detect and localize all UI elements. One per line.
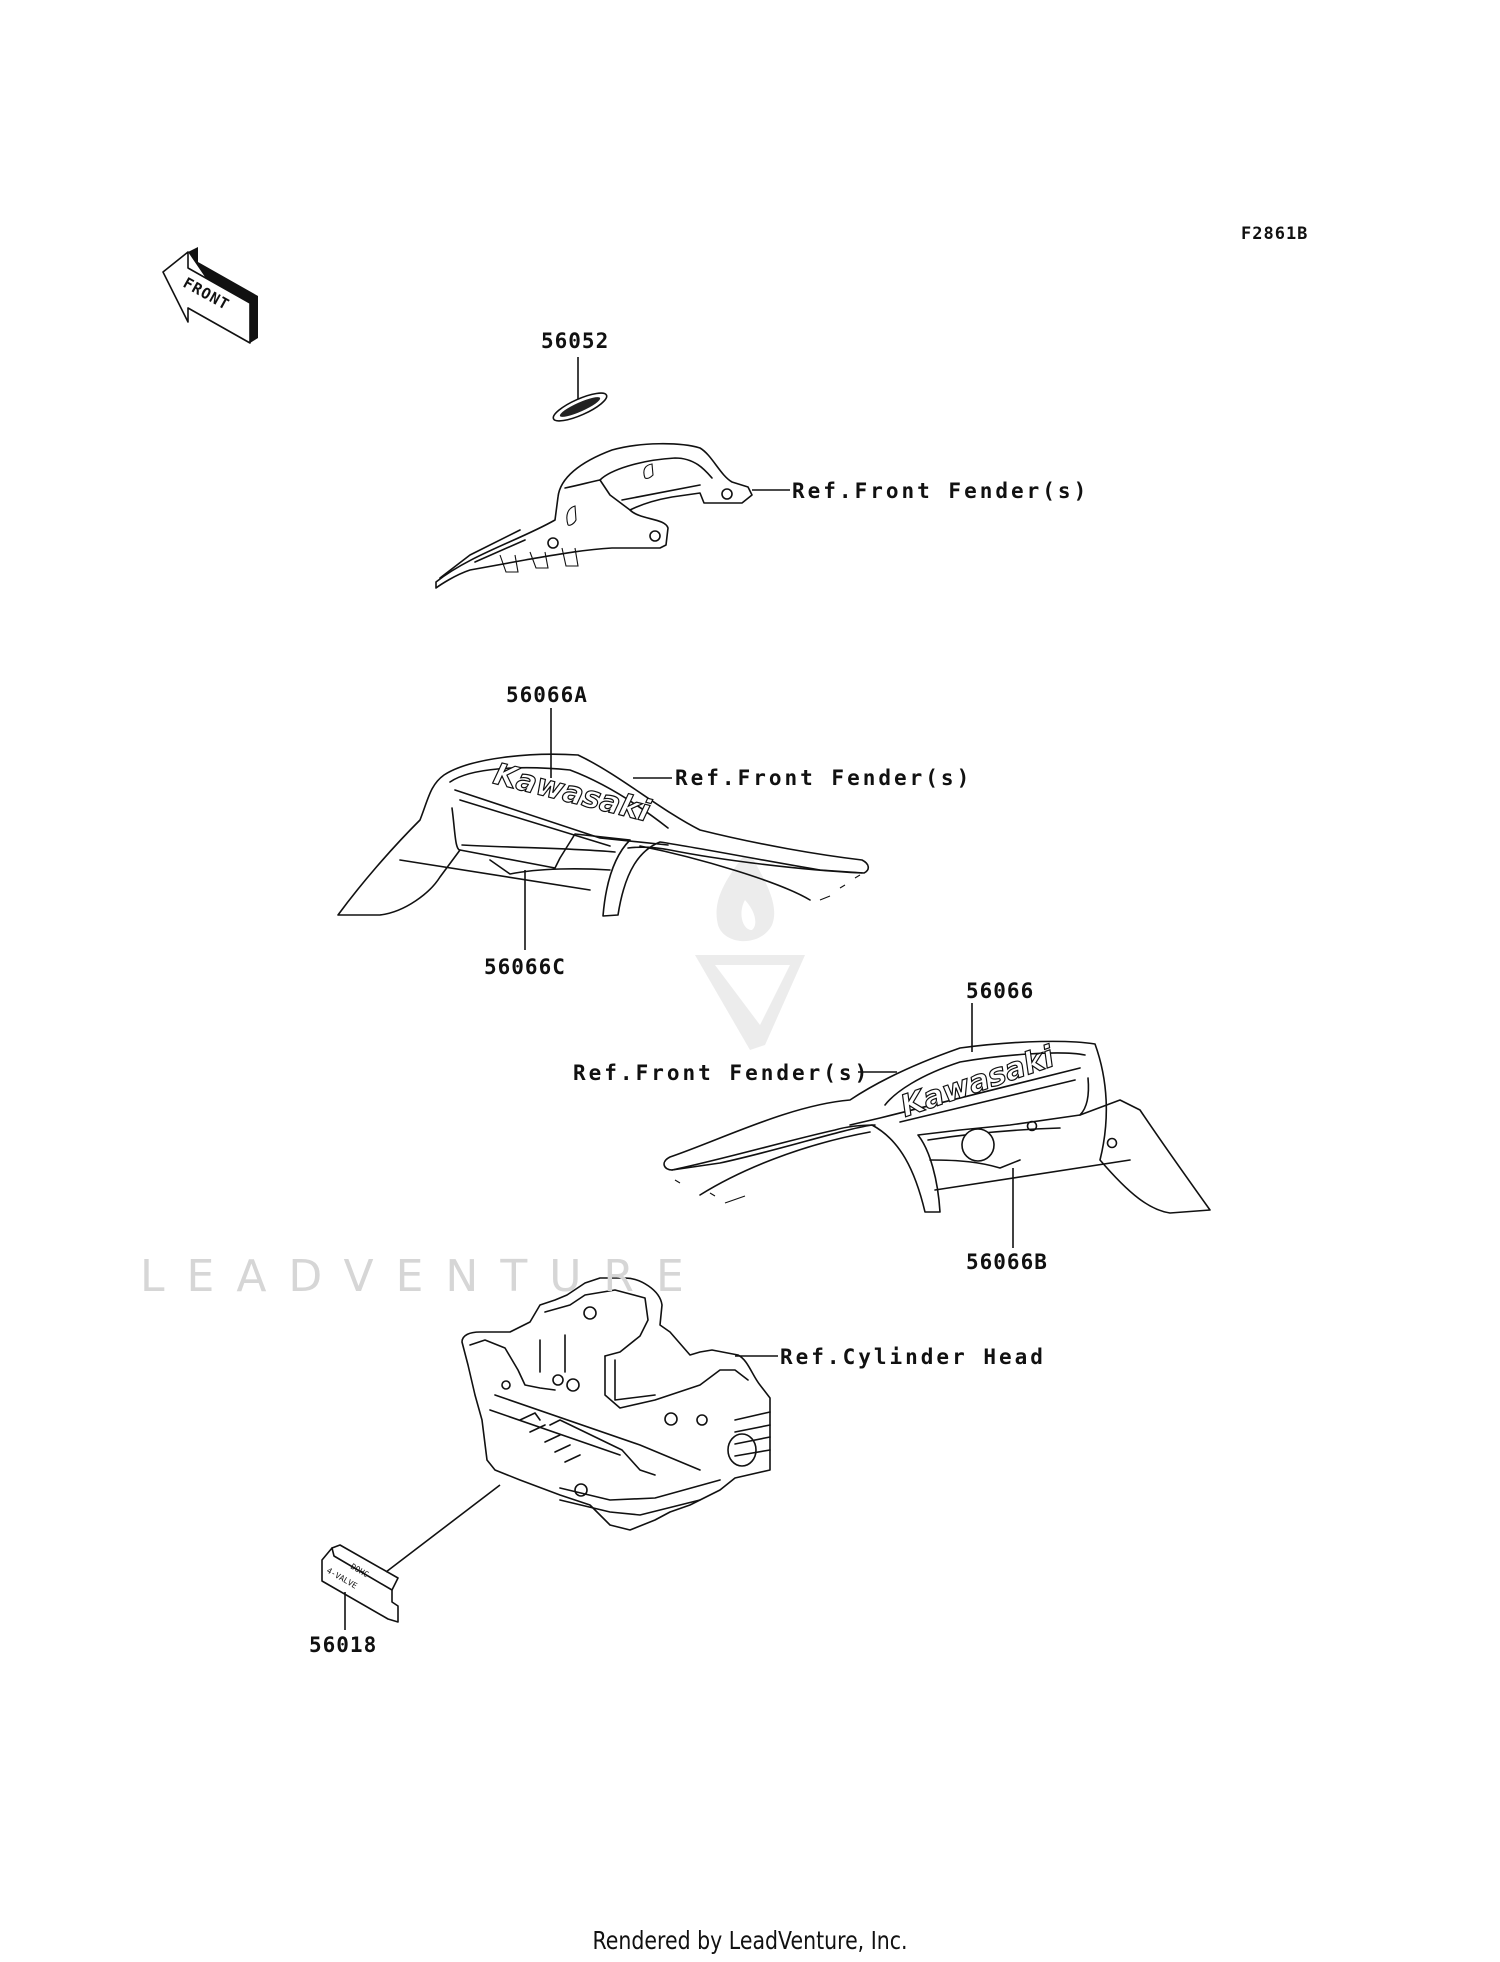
watermark-logo (695, 850, 805, 1050)
watermark-text: LEADVENTURE (140, 1251, 706, 1302)
footer-credit: Rendered by LeadVenture, Inc. (592, 1926, 908, 1955)
ref-front-fender-label-3: Ref.Front Fender(s) (573, 1061, 871, 1085)
part-label-56066[interactable]: 56066 (966, 979, 1035, 1003)
cylinder-head-drawing (461, 1277, 778, 1531)
part-label-56066b[interactable]: 56066B (966, 1250, 1048, 1274)
ref-cylinder-head-label: Ref.Cylinder Head (780, 1345, 1046, 1369)
ref-front-fender-label-2: Ref.Front Fender(s) (675, 766, 973, 790)
front-direction-arrow-icon: FRONT (162, 247, 258, 344)
ref-front-fender-label-1: Ref.Front Fender(s) (792, 479, 1090, 503)
part-label-56052[interactable]: 56052 (541, 329, 610, 353)
front-fender-left-drawing: Kawasaki (337, 708, 870, 950)
emblem-56052 (552, 357, 608, 422)
dohc-4-valve-plate: DOHC 4-VALVE (321, 1484, 501, 1630)
figure-code: F2861B (1241, 224, 1309, 244)
part-label-56066c[interactable]: 56066C (484, 955, 566, 979)
part-label-56018[interactable]: 56018 (309, 1633, 378, 1657)
front-fender-upper-drawing (435, 442, 790, 589)
part-label-56066a[interactable]: 56066A (506, 683, 588, 707)
